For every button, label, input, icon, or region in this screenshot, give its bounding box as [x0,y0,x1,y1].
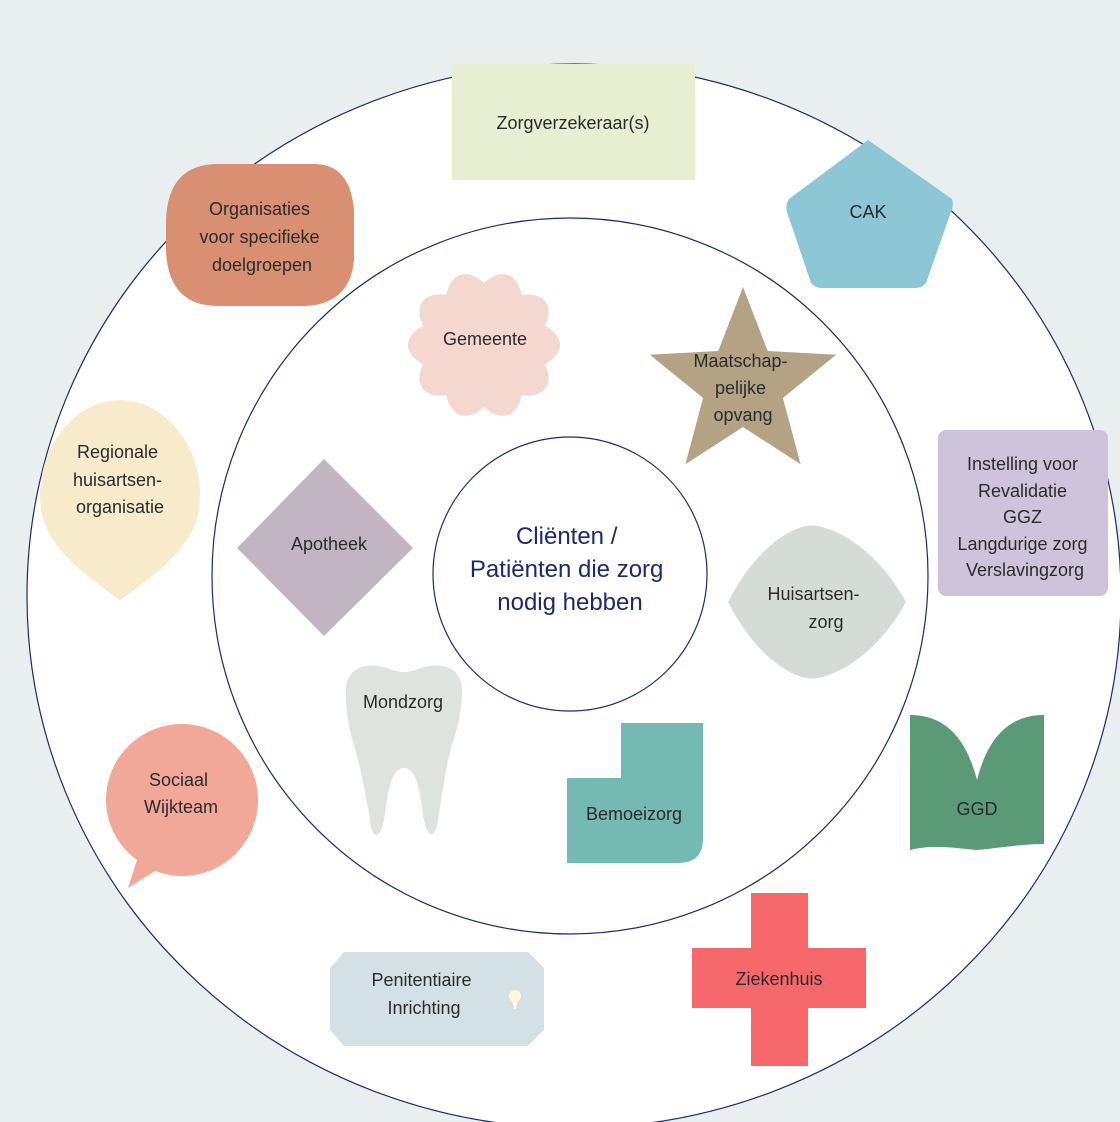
penitentiaire-shape [330,952,544,1046]
sociaal-wijkteam-shape [106,724,258,888]
gemeente-shape [408,274,560,416]
penitentiaire-label: Penitentiaire Inrichting [371,970,476,1018]
zorgverzekeraars-node: Zorgverzekeraar(s) [452,64,695,180]
ggd-label: GGD [956,799,997,819]
apotheek-shape [237,459,413,636]
regionale-node: Regionale huisartsen- organisatie [40,400,200,600]
instelling-node: Instelling voor Revalidatie GGZ Langduri… [938,430,1108,596]
apotheek-node: Apotheek [237,459,413,636]
bemoeizorg-node: Bemoeizorg [567,723,703,863]
ggd-shape [910,715,1044,850]
zorgverzekeraars-label: Zorgverzekeraar(s) [496,113,649,133]
organisaties-shape [166,164,354,306]
huisartsenzorg-shape [728,525,906,679]
organisaties-label: Organisaties voor specifieke doelgroepen [199,199,324,275]
keyhole-icon [509,990,521,1009]
mondzorg-label: Mondzorg [363,692,443,712]
center-label: Cliënten / Patiënten die zorg nodig hebb… [470,523,670,616]
bemoeizorg-label: Bemoeizorg [586,804,682,824]
ggd-node: GGD [910,715,1044,850]
maatschappelijke-opvang-node: Maatschap- pelijke opvang [649,287,837,465]
cak-label: CAK [849,202,886,222]
ziekenhuis-label: Ziekenhuis [735,969,822,989]
gemeente-node: Gemeente [408,274,560,416]
ziekenhuis-node: Ziekenhuis [692,893,866,1066]
ziekenhuis-shape [692,893,866,1066]
instelling-label: Instelling voor Revalidatie GGZ Langduri… [957,454,1092,580]
center-node: Cliënten / Patiënten die zorg nodig hebb… [470,523,670,616]
huisartsenzorg-label: Huisartsen- zorg [767,584,864,632]
zorgverzekeraars-shape [452,64,695,180]
mondzorg-node: Mondzorg [346,665,462,835]
apotheek-label: Apotheek [291,534,368,554]
huisartsenzorg-node: Huisartsen- zorg [728,525,906,679]
bemoeizorg-shape [567,723,703,863]
maatschappelijke-opvang-shape [649,287,837,465]
organisaties-node: Organisaties voor specifieke doelgroepen [166,164,354,306]
instelling-shape [938,430,1108,596]
regionale-shape [40,400,200,600]
center-circle [432,436,708,712]
mondzorg-shape [346,665,462,835]
sociaal-wijkteam-node: Sociaal Wijkteam [106,724,258,888]
cak-shape [786,140,953,288]
regionale-label: Regionale huisartsen- organisatie [73,442,167,517]
maatschappelijke-opvang-label: Maatschap- pelijke opvang [693,351,792,425]
sociaal-wijkteam-label: Sociaal Wijkteam [144,770,218,817]
cak-node: CAK [786,140,953,288]
gemeente-label: Gemeente [443,329,527,349]
penitentiaire-node: Penitentiaire Inrichting [330,952,544,1046]
